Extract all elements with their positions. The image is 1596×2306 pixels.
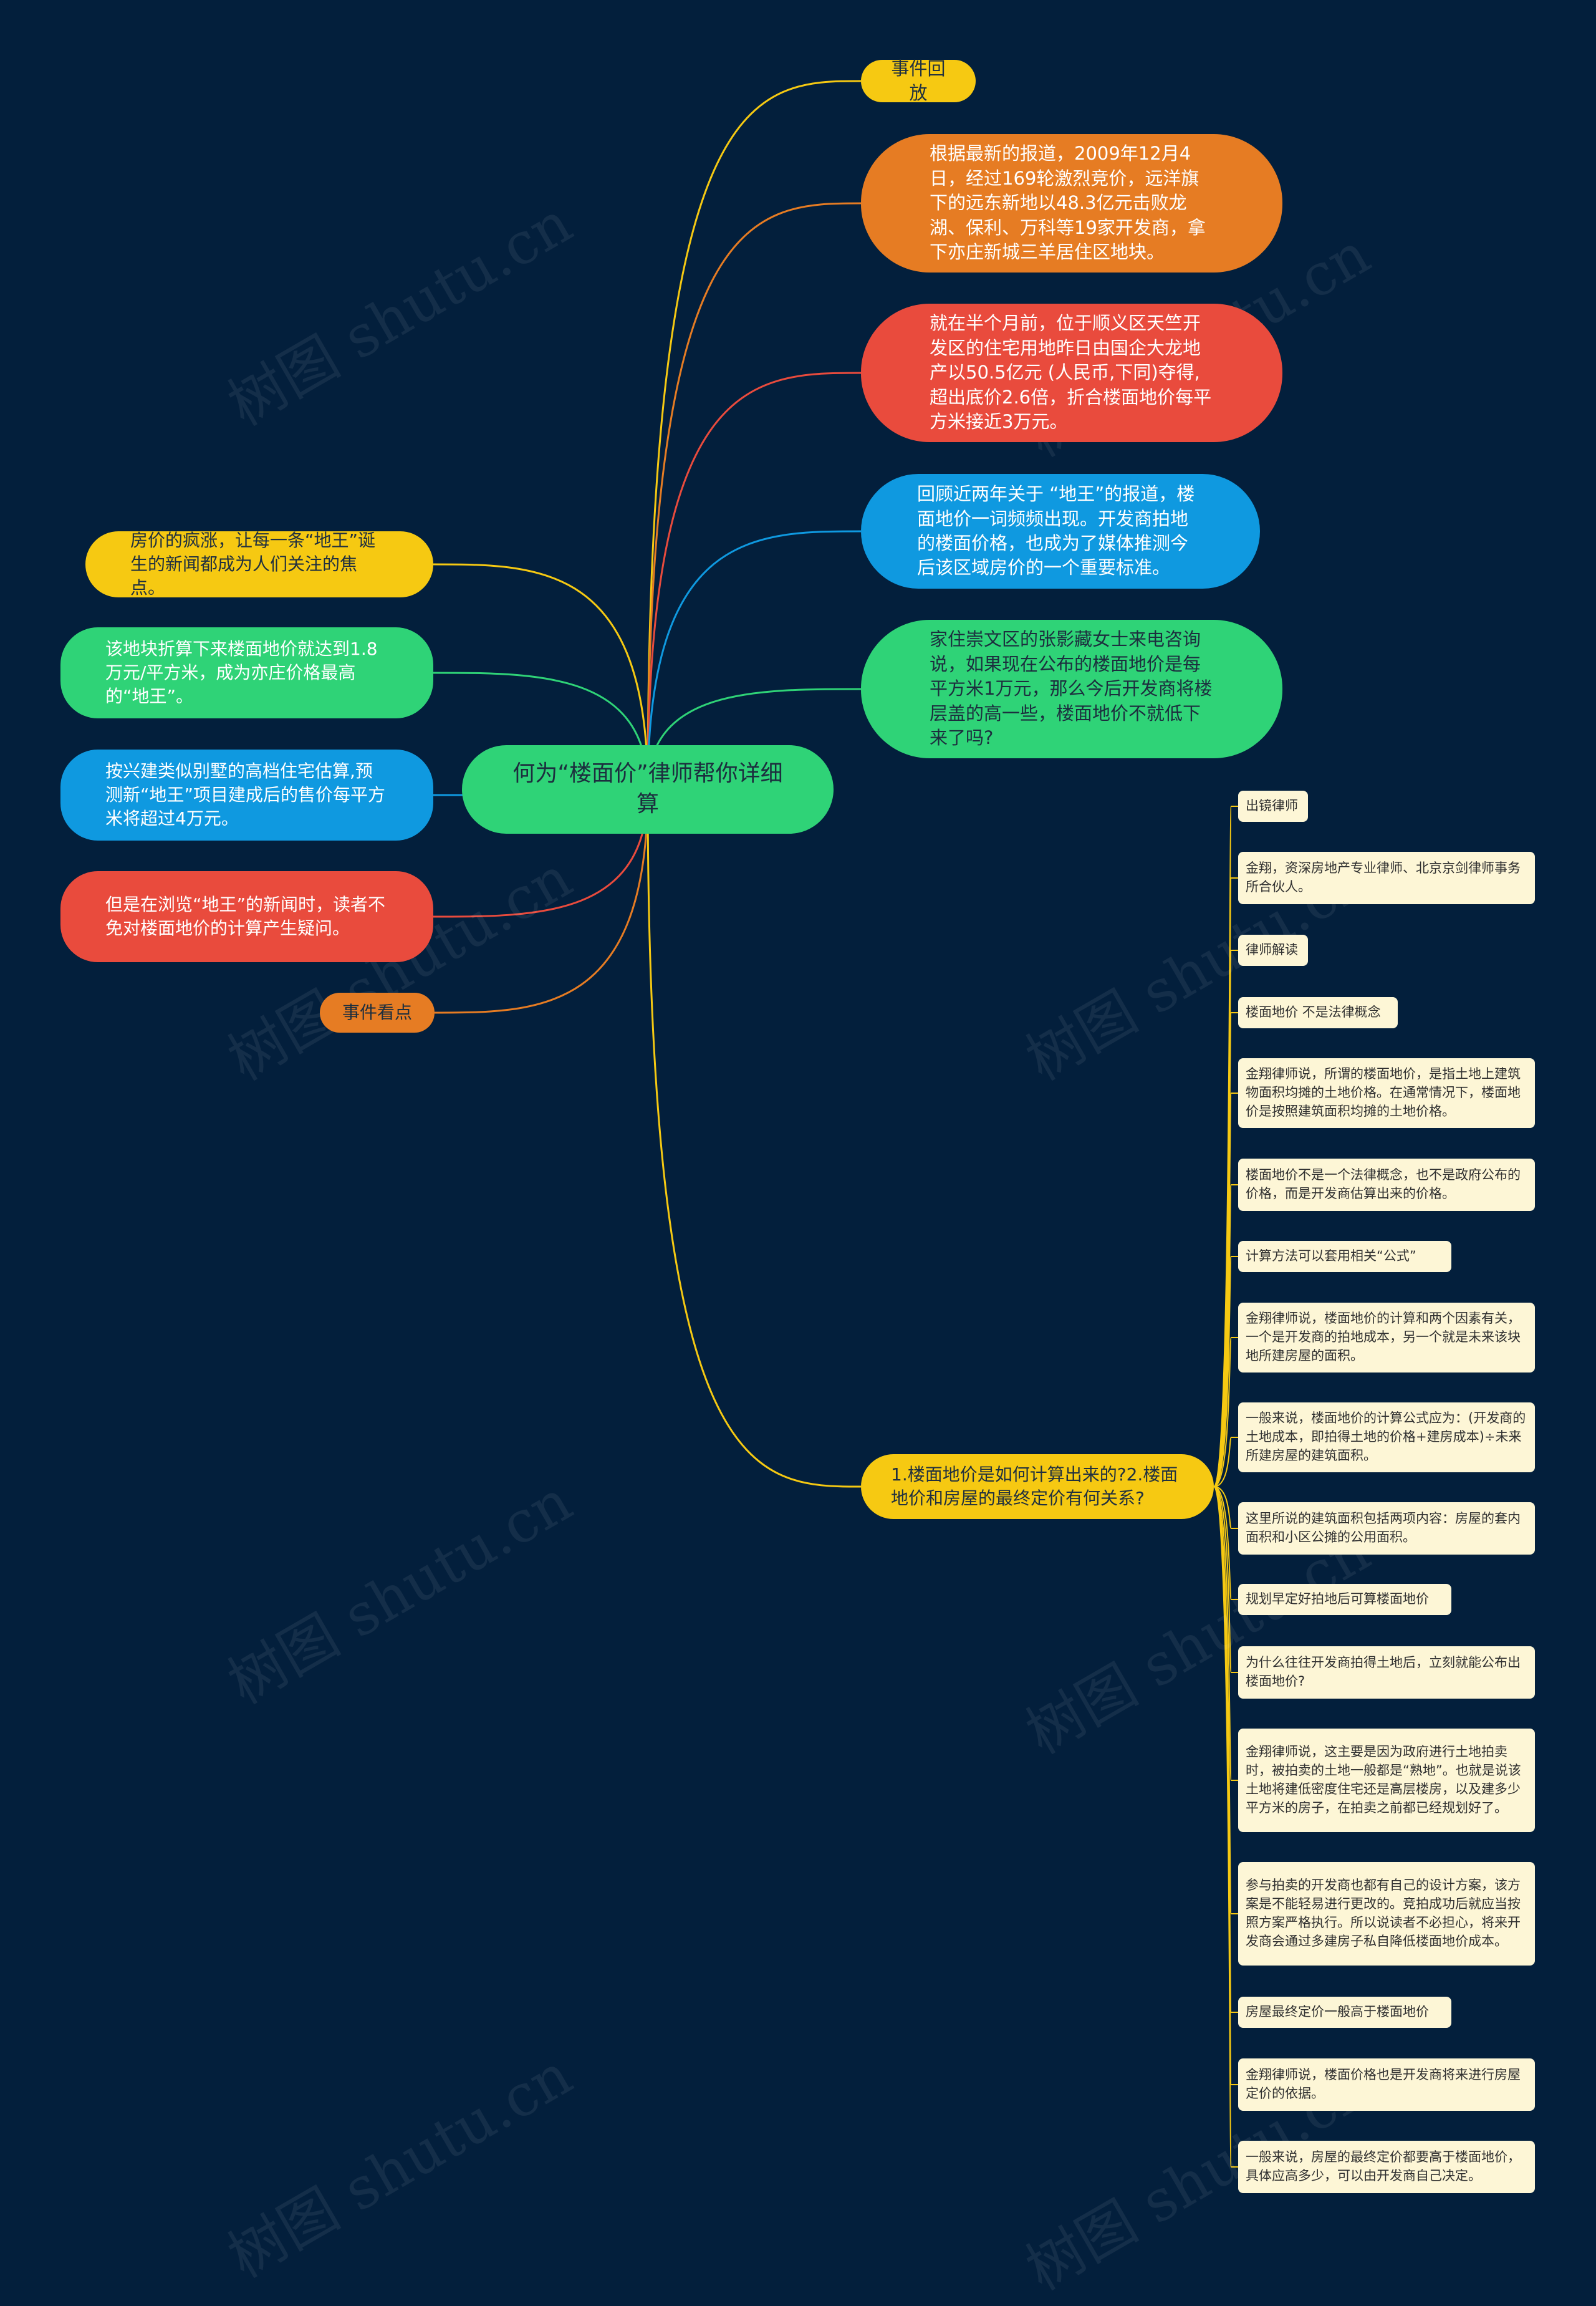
node-latest-report[interactable]: 根据最新的报道，2009年12月4日，经过169轮激烈竞价，远洋旗下的远东新地以…: [861, 134, 1282, 273]
leaf-final-price-title[interactable]: 房屋最终定价一般高于楼面地价: [1238, 1997, 1451, 2028]
leaf-lawyer-intro[interactable]: 金翔，资深房地产专业律师、北京京剑律师事务所合伙人。: [1238, 852, 1535, 904]
node-highest-price[interactable]: 该地块折算下来楼面地价就达到1.8万元/平方米，成为亦庄价格最高的“地王”。: [60, 627, 433, 718]
leaf-pricing-basis[interactable]: 金翔律师说，楼面价格也是开发商将来进行房屋定价的依据。: [1238, 2058, 1535, 2111]
connector-right-1: [647, 202, 862, 790]
connector-left-4: [434, 789, 649, 1014]
connector-leaf-12: [1213, 1486, 1238, 1781]
leaf-design-plan[interactable]: 参与拍卖的开发商也都有自己的设计方案，该方案是不能轻易进行更改的。竞拍成功后就应…: [1238, 1862, 1535, 1966]
connector-leaf-16: [1213, 1486, 1238, 2168]
leaf-why-question[interactable]: 为什么往往开发商拍得土地后，立刻就能公布出楼面地价?: [1238, 1646, 1535, 1699]
node-key-questions[interactable]: 1.楼面地价是如何计算出来的?2.楼面地价和房屋的最终定价有何关系?: [861, 1454, 1214, 1519]
leaf-not-legal-concept[interactable]: 楼面地价 不是法律概念: [1238, 997, 1398, 1028]
connector-leaf-7: [1213, 1337, 1238, 1487]
connector-left-3: [433, 789, 649, 918]
leaf-lawer-title[interactable]: 出镜律师: [1238, 791, 1308, 822]
node-reader-question[interactable]: 家住崇文区的张影藏女士来电咨询说，如果现在公布的楼面地价是每平方米1万元，那么今…: [861, 620, 1282, 758]
node-calc-doubt[interactable]: 但是在浏览“地王”的新闻时，读者不免对楼面地价的计算产生疑问。: [60, 871, 433, 962]
connector-leaf-13: [1213, 1486, 1238, 1914]
leaf-cooked-land[interactable]: 金翔律师说，这主要是因为政府进行土地拍卖时，被拍卖的土地一般都是“熟地”。也就是…: [1238, 1729, 1535, 1832]
connector-leaf-11: [1213, 1486, 1238, 1673]
node-price-surge[interactable]: 房价的疯涨，让每一条“地王”诞生的新闻都成为人们关注的焦点。: [85, 530, 433, 598]
connector-leaf-9: [1213, 1486, 1238, 1529]
connector-leaf-10: [1213, 1486, 1238, 1600]
connector-lines: [433, 80, 1238, 2168]
leaf-interpretation-title[interactable]: 律师解读: [1238, 935, 1308, 966]
connector-leaf-4: [1213, 1093, 1238, 1487]
leaf-building-area[interactable]: 这里所说的建筑面积包括两项内容：房屋的套内面积和小区公摊的公用面积。: [1238, 1502, 1535, 1555]
leaf-definition[interactable]: 金翔律师说，所谓的楼面地价，是指土地上建筑物面积均摊的土地价格。在通常情况下，楼…: [1238, 1058, 1535, 1128]
mindmap-canvas: 树图 shutu.cn 树图 shutu.cn 树图 shutu.cn 树图 s…: [60, 58, 1535, 2304]
node-event-replay[interactable]: 事件回放: [861, 58, 976, 104]
root-topic-label: 何为“楼面价”律师帮你详细算: [512, 761, 783, 817]
node-land-king-review[interactable]: 回顾近两年关于 “地王”的报道，楼面地价一词频频出现。开发商拍地的楼面价格，也成…: [861, 474, 1260, 589]
leaf-two-factors[interactable]: 金翔律师说，楼面地价的计算和两个因素有关，一个是开发商的拍地成本，另一个就是未来…: [1238, 1303, 1535, 1373]
connector-right-3: [647, 530, 862, 790]
connector-leaf-5: [1213, 1184, 1238, 1487]
connector-right-2: [647, 372, 862, 790]
connector-right-0: [647, 80, 862, 790]
node-event-highlights[interactable]: 事件看点: [320, 993, 435, 1033]
node-price-forecast[interactable]: 按兴建类似别墅的高档住宅估算,预测新“地王”项目建成后的售价每平方米将超过4万元…: [60, 750, 433, 841]
node-shunyi-land[interactable]: 就在半个月前，位于顺义区天竺开发区的住宅用地昨日由国企大龙地产以50.5亿元 (…: [861, 304, 1282, 442]
leaf-formula-title[interactable]: 计算方法可以套用相关“公式”: [1238, 1241, 1451, 1272]
root-topic[interactable]: 何为“楼面价”律师帮你详细算: [462, 745, 834, 834]
connector-leaf-8: [1213, 1437, 1238, 1487]
connector-leaf-6: [1213, 1256, 1238, 1487]
connector-right-5: [647, 789, 862, 1488]
leaf-estimated-price[interactable]: 楼面地价不是一个法律概念，也不是政府公布的价格，而是开发商估算出来的价格。: [1238, 1159, 1535, 1211]
connector-left-0: [433, 563, 649, 790]
leaf-planning-title[interactable]: 规划早定好拍地后可算楼面地价: [1238, 1584, 1451, 1615]
leaf-formula[interactable]: 一般来说，楼面地价的计算公式应为：(开发商的土地成本，即拍得土地的价格+建房成本…: [1238, 1402, 1535, 1472]
leaf-final-price[interactable]: 一般来说，房屋的最终定价都要高于楼面地价，具体应高多少，可以由开发商自己决定。: [1238, 2141, 1535, 2193]
